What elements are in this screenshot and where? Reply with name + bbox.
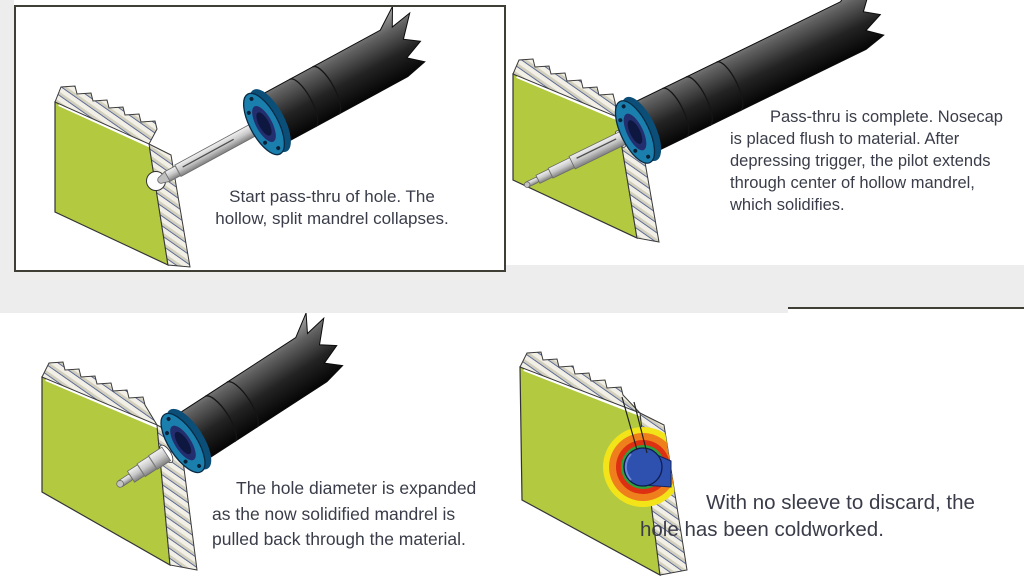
material-plate xyxy=(54,85,191,268)
mandrel-shaft xyxy=(157,117,268,184)
background-strip xyxy=(14,0,477,5)
step3-step4-illustrations xyxy=(41,313,688,577)
background-strip xyxy=(788,309,1024,314)
tool-body xyxy=(633,0,885,152)
material-plate xyxy=(519,351,688,577)
coldworked-hole xyxy=(621,396,672,488)
step1-caption: Start pass-thru of hole. The hollow, spl… xyxy=(215,187,449,228)
step4-caption: With no sleeve to discard, the hole has … xyxy=(640,491,975,541)
tool-body xyxy=(260,7,426,143)
coldwork-tool xyxy=(157,7,426,184)
step3-illustration xyxy=(41,313,344,571)
tool-body xyxy=(177,313,344,460)
bottom-panels: The hole diameter is expanded as the now… xyxy=(0,313,1024,581)
mandrel-shaft xyxy=(116,446,172,488)
coldwork-tool xyxy=(116,313,344,488)
nosecap xyxy=(160,408,212,474)
step2-panel: Pass-thru is complete. Nosecap is placed… xyxy=(477,0,1024,265)
step4-illustration xyxy=(519,351,688,577)
step2-caption: Pass-thru is complete. Nosecap is placed… xyxy=(730,108,1003,214)
step3-caption: The hole diameter is expanded as the now… xyxy=(212,478,477,549)
panel-border-line xyxy=(788,307,1024,309)
mandrel-shaft xyxy=(523,125,639,188)
step1-panel: Start pass-thru of hole. The hollow, spl… xyxy=(14,5,506,272)
coldwork-tool xyxy=(523,0,885,188)
step2-illustration xyxy=(512,0,885,243)
step1-illustration xyxy=(54,7,426,268)
nosecap xyxy=(614,96,662,164)
nosecap xyxy=(242,89,291,156)
material-plate xyxy=(41,361,198,571)
